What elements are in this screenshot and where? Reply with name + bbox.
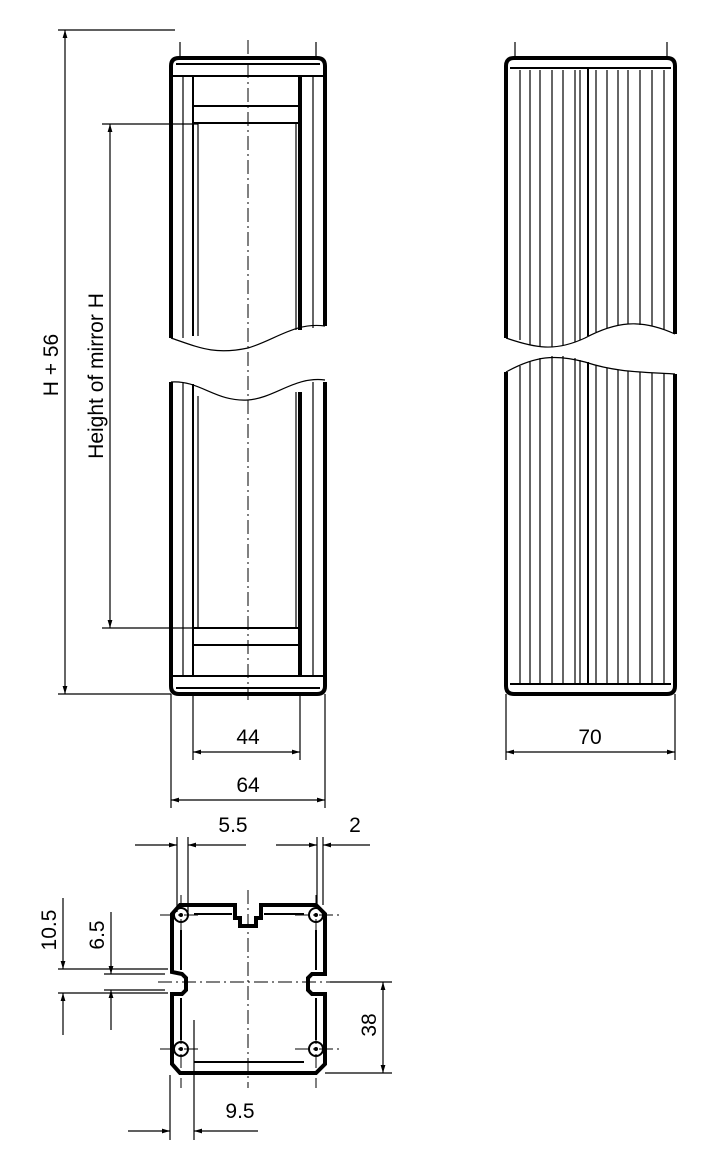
dim-6-5-label: 6.5: [86, 920, 109, 949]
dimension-2: 2: [276, 814, 370, 905]
dim-5-5-label: 5.5: [218, 814, 247, 837]
dim-2-label: 2: [349, 814, 361, 837]
dimension-overall-height: H + 56: [40, 29, 175, 695]
dimension-10-5: 10.5: [38, 898, 168, 1035]
dimension-44: 44: [192, 694, 301, 760]
front-view: [169, 40, 327, 700]
dimension-64: 64: [170, 694, 326, 808]
side-ribs: [519, 68, 665, 684]
dimension-70: 70: [505, 694, 676, 760]
dim-38-label: 38: [358, 1013, 381, 1036]
dimension-mirror-height: Height of mirror H: [85, 123, 198, 629]
cross-section: [158, 890, 340, 1088]
inner-width-label: 44: [236, 726, 260, 749]
dimension-38: 38: [325, 981, 392, 1074]
dimension-9-5: 9.5: [128, 1020, 258, 1140]
dim-9-5-label: 9.5: [225, 1100, 254, 1123]
dim-10-5-label: 10.5: [38, 910, 61, 951]
mirror-height-label: Height of mirror H: [85, 293, 108, 459]
outer-width-label: 64: [236, 774, 260, 797]
dimension-5-5: 5.5: [135, 814, 248, 912]
side-width-label: 70: [578, 726, 601, 749]
overall-height-label: H + 56: [40, 334, 63, 396]
dimension-6-5: 6.5: [86, 912, 165, 1030]
side-view: [504, 42, 677, 696]
